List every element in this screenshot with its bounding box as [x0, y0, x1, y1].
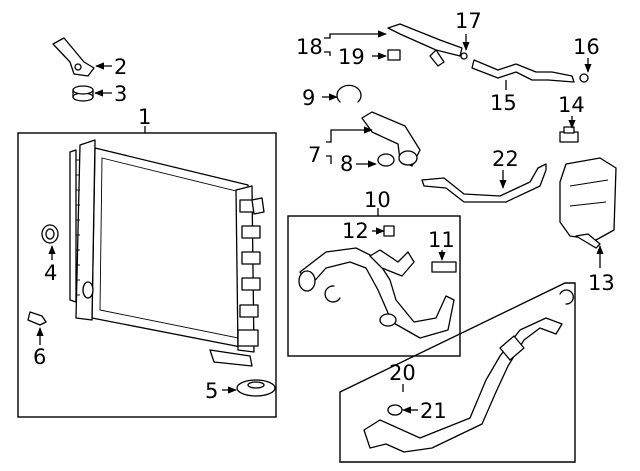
callout-6: 6	[33, 345, 46, 369]
bypass-hose	[471, 59, 575, 83]
upper-hose	[361, 111, 421, 167]
lower-hose	[298, 247, 455, 339]
hose-clip	[460, 52, 468, 60]
callout-8: 8	[340, 152, 353, 176]
upper-insulator	[72, 85, 94, 102]
lower-hose-group-box	[287, 215, 461, 357]
callout-20: 20	[389, 361, 416, 385]
outlet-hose	[363, 289, 574, 453]
hose-clamp	[377, 153, 395, 167]
outlet-hose-group-box	[339, 282, 576, 463]
reservoir-cap	[559, 126, 579, 143]
callout-14: 14	[558, 93, 585, 117]
callout-17: 17	[455, 9, 482, 33]
upper-clamp	[336, 84, 362, 103]
bypass-clamp	[579, 73, 589, 83]
callout-5: 5	[205, 379, 218, 403]
upper-bracket	[52, 37, 95, 77]
callout-22: 22	[492, 147, 519, 171]
callout-16: 16	[573, 35, 600, 59]
callout-3: 3	[114, 82, 127, 106]
callout-2: 2	[114, 55, 127, 79]
radiator-group-box	[17, 132, 277, 418]
radiator	[69, 139, 265, 367]
callout-9: 9	[302, 86, 315, 110]
callout-13: 13	[588, 271, 615, 295]
callout-11: 11	[428, 228, 455, 252]
hose-clamp-12	[383, 225, 395, 237]
callout-7: 7	[308, 143, 321, 167]
callout-18: 18	[296, 35, 323, 59]
callout-labels: 1 2 3 4 5 6 7 8 9 10 11 12 13 14 15 16 1…	[33, 9, 615, 423]
callout-4: 4	[44, 261, 57, 285]
leader-lines	[36, 30, 604, 414]
drain-cock	[27, 311, 47, 326]
lower-insulator	[41, 224, 59, 244]
callout-21: 21	[420, 399, 447, 423]
callout-19: 19	[338, 45, 365, 69]
callout-12: 12	[342, 219, 369, 243]
callout-1: 1	[138, 105, 151, 129]
callout-10: 10	[364, 188, 391, 212]
callout-15: 15	[490, 91, 517, 115]
hose-connector	[431, 261, 457, 273]
lower-grommet	[236, 379, 276, 397]
vent-hose	[421, 163, 547, 203]
outlet-clamp	[387, 404, 403, 416]
overflow-hose	[387, 23, 463, 67]
coolant-reservoir	[559, 157, 617, 249]
